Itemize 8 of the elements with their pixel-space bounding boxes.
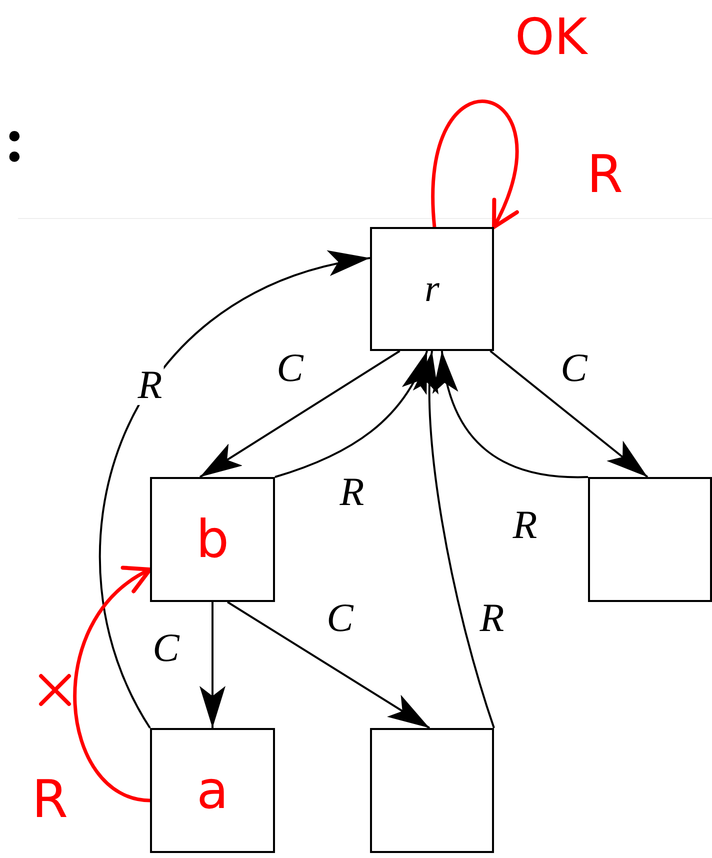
node-box	[588, 477, 712, 602]
node-box	[150, 728, 275, 853]
handwritten-note: OK	[515, 12, 588, 62]
handwritten-label: a	[196, 764, 228, 816]
node-box	[370, 227, 494, 351]
node-box	[370, 728, 494, 853]
colon-text: :	[4, 108, 26, 172]
node-label: r	[424, 270, 440, 308]
